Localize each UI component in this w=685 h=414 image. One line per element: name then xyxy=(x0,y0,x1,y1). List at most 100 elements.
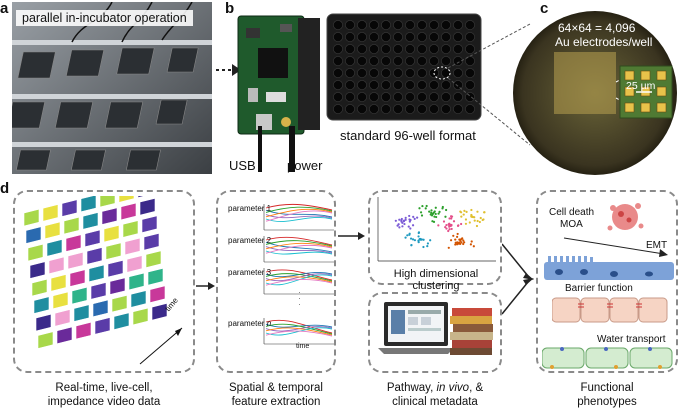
heatmap-frame xyxy=(109,277,126,295)
cell-death-label: Cell death xyxy=(549,207,595,218)
scatter-point xyxy=(450,215,454,218)
scatter-point xyxy=(468,221,471,224)
scatter-point xyxy=(431,220,434,223)
scatter-point xyxy=(437,212,440,215)
well xyxy=(357,104,367,114)
well xyxy=(357,80,367,90)
well xyxy=(333,68,343,78)
well xyxy=(453,104,463,114)
well xyxy=(441,80,451,90)
panel-letter-c: c xyxy=(540,0,549,17)
scatter-point xyxy=(434,212,437,216)
dashed-arrow-icon xyxy=(216,64,241,76)
scatter-point xyxy=(401,225,404,228)
laptop-books xyxy=(378,298,496,375)
well xyxy=(405,104,415,114)
well xyxy=(381,104,391,114)
scatter-point xyxy=(396,224,399,227)
well xyxy=(381,80,391,90)
converging-arrows-icon xyxy=(501,243,534,315)
arrow-1-to-2 xyxy=(196,279,216,297)
param-traces xyxy=(218,194,336,374)
scatter-point xyxy=(479,216,482,220)
well xyxy=(393,80,403,90)
scatter-point xyxy=(411,238,415,241)
well xyxy=(405,44,415,54)
barrier-label: Barrier function xyxy=(565,283,633,294)
heatmap-frame xyxy=(56,326,73,345)
heatmap-frame xyxy=(147,267,164,286)
moa-label: MOA xyxy=(560,219,583,230)
heatmap-frame xyxy=(151,302,168,321)
well xyxy=(393,68,403,78)
dying-cell-illustration xyxy=(607,203,644,231)
scatter-point xyxy=(430,211,433,214)
well xyxy=(465,20,475,30)
video-caption-line2: impedance video data xyxy=(47,396,161,408)
well xyxy=(333,56,343,66)
emt-arrow xyxy=(560,234,670,265)
scatter-point xyxy=(470,240,473,243)
scatter-point xyxy=(456,243,459,246)
well xyxy=(453,56,463,66)
well xyxy=(333,32,343,42)
well xyxy=(429,32,439,42)
well xyxy=(453,32,463,42)
panel-letter-a: a xyxy=(0,0,9,17)
well xyxy=(369,92,379,102)
heatmap-frame xyxy=(86,247,103,265)
books-stack xyxy=(450,308,493,355)
video-caption-line1: Real-time, live-cell, xyxy=(55,382,153,394)
trace-line xyxy=(265,236,333,246)
heatmap-frame xyxy=(139,197,156,216)
cable-illustration xyxy=(258,126,295,172)
scatter-point xyxy=(424,207,427,210)
metadata-caption-line1: Pathway, in vivo, & xyxy=(386,382,484,394)
video-data-box xyxy=(13,190,195,373)
well xyxy=(357,44,367,54)
heatmap-frame xyxy=(50,274,67,292)
scatter-point xyxy=(408,232,411,235)
well xyxy=(357,68,367,78)
heatmap-frame xyxy=(137,180,154,198)
scatter-point xyxy=(462,213,465,216)
scatter-point xyxy=(463,209,466,212)
well xyxy=(345,104,355,114)
metadata-caption-line2: clinical metadata xyxy=(392,396,478,408)
well xyxy=(465,32,475,42)
well xyxy=(381,92,391,102)
trace-line xyxy=(265,323,333,335)
well xyxy=(453,80,463,90)
scatter-point xyxy=(470,215,473,218)
well xyxy=(333,20,343,30)
time-axis-arrowhead xyxy=(175,328,182,336)
heatmap-frame xyxy=(118,185,135,203)
scatter-point xyxy=(464,222,468,225)
heatmap-frame xyxy=(67,251,84,270)
scatter-point xyxy=(444,215,447,218)
electrode-pad xyxy=(656,70,667,81)
arrow-right-icon xyxy=(196,282,215,290)
heatmap-frame xyxy=(29,261,46,279)
clustering-label: High dimensional clustering xyxy=(393,268,479,292)
scatter-point xyxy=(409,237,413,240)
well xyxy=(441,44,451,54)
scatter-point xyxy=(476,219,479,223)
well xyxy=(357,20,367,30)
well xyxy=(417,68,427,78)
well xyxy=(345,44,355,54)
scatter-point xyxy=(460,222,463,226)
heatmap-frame xyxy=(143,232,160,251)
trace-line xyxy=(265,244,333,254)
well xyxy=(417,20,427,30)
water-label: Water transport xyxy=(597,334,666,345)
heatmap-frame xyxy=(124,237,141,256)
trace-line xyxy=(265,214,333,219)
trace-line xyxy=(265,326,333,332)
zoom-lines xyxy=(430,20,540,155)
well xyxy=(393,56,403,66)
heatmap-frame xyxy=(61,199,78,217)
scatter-point xyxy=(418,238,421,241)
incubator-photo xyxy=(12,2,212,174)
cables xyxy=(250,126,310,179)
